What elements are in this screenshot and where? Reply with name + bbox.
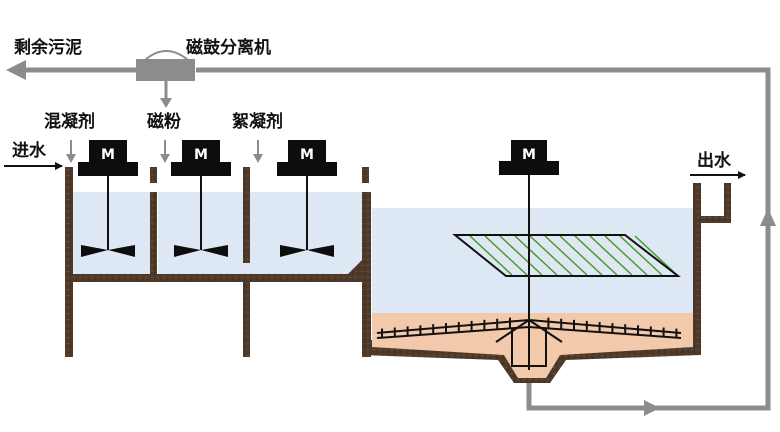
- clarifier-walls: [362, 183, 731, 383]
- coagulant-dosing-arrow: [66, 154, 76, 163]
- lamella-settler: [452, 234, 681, 277]
- motor-base: [277, 162, 337, 176]
- magnetic-powder-label: 磁粉: [147, 112, 181, 132]
- magnetic-powder-dosing-arrow: [160, 154, 170, 163]
- clarifier-motor: M: [499, 140, 559, 175]
- sludge-scraper: [376, 317, 682, 367]
- lamella-plate: [514, 235, 558, 276]
- recycle-arrow-right: [644, 400, 660, 416]
- lamella-plate: [559, 235, 603, 276]
- magnetic-drum-separator-label: 磁鼓分离机: [186, 38, 271, 58]
- motor-label: M: [194, 147, 208, 163]
- lamella-plate: [634, 235, 678, 276]
- mixer-flocculation-tank: M: [277, 140, 337, 257]
- impeller-icon: [174, 245, 228, 257]
- flocculant-dosing-arrow: [253, 154, 263, 163]
- impeller-icon: [81, 245, 135, 257]
- excess-sludge-label: 剩余污泥: [14, 38, 82, 58]
- motor-label: M: [300, 147, 314, 163]
- motor-body: [182, 140, 220, 164]
- flocculant-label: 絮凝剂: [232, 112, 283, 132]
- motor-base: [78, 162, 138, 176]
- effluent-label: 出水: [697, 151, 731, 171]
- coagulation-water: [72, 192, 150, 274]
- motor-label: M: [522, 147, 536, 163]
- recycle-arrow-up: [760, 208, 776, 226]
- tank-walls: [65, 167, 371, 357]
- impeller-icon: [280, 245, 334, 257]
- lamella-plate: [574, 235, 618, 276]
- motor-label: M: [101, 147, 115, 163]
- loading-flocculation-water: [158, 192, 362, 274]
- lamella-plate: [469, 235, 513, 276]
- motor-body: [89, 140, 127, 164]
- lamella-plate: [544, 235, 588, 276]
- motor-base: [171, 162, 231, 176]
- magnetic-drum-separator: [136, 50, 195, 81]
- lamella-plate: [484, 235, 528, 276]
- mixer-magnetic-powder-loading-tank: M: [171, 140, 231, 257]
- motor-body: [288, 140, 326, 164]
- clarifier-water: [372, 208, 693, 316]
- excess-sludge-arrow: [6, 60, 26, 80]
- coagulant-label: 混凝剂: [44, 112, 95, 132]
- influent-label: 进水: [12, 141, 46, 161]
- lamella-plate: [589, 235, 633, 276]
- lamella-plate: [499, 235, 543, 276]
- magnetic-powder-feed-arrow: [160, 98, 172, 108]
- lamella-plate: [619, 235, 663, 276]
- mixer-coagulation-tank: M: [78, 140, 138, 257]
- lamella-plate: [529, 235, 573, 276]
- lamella-plate: [604, 235, 648, 276]
- sludge-recycle-pipe: [196, 67, 771, 411]
